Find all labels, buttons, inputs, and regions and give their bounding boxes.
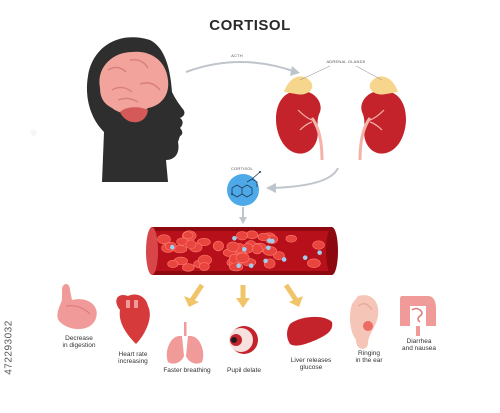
effect-label-heart: Heart rate increasing [106,351,160,365]
eye-icon [229,326,258,354]
red-blood-cell [182,263,195,272]
effect-label-liver: Liver releases glucose [282,357,340,371]
effect-line-2: glucose [299,364,323,372]
stomach-icon [57,284,97,330]
red-blood-cell [157,234,171,245]
effect-label-ear: Ringing in the ear [346,350,392,364]
effect-label-digestion: Decrease in digestion [52,335,106,349]
ear-icon [349,295,379,349]
effect-line-1: Diarrhea [406,338,432,345]
cortisol-molecule-icon [227,171,261,206]
red-blood-cell [182,231,194,240]
brain-icon [99,51,169,123]
effect-line-1: Ringing [357,350,381,357]
diagram-title: CORTISOL [209,17,291,34]
heart-icon [116,294,150,344]
effect-line-1: Faster breathing [163,367,211,374]
cortisol-particle [248,263,254,268]
cortisol-particle [317,250,322,255]
effect-label-breathing: Faster breathing [152,367,222,374]
red-blood-cell [257,232,270,241]
cortisol-particle [270,238,275,244]
cortisol-particle [266,245,271,251]
effect-line-1: Decrease [65,335,93,342]
liver-icon [287,316,333,346]
cortisol-particle [232,235,237,241]
red-blood-cell [185,239,197,250]
effect-line-2: increasing [118,358,148,366]
red-blood-cell [229,262,244,272]
red-blood-cell [307,258,321,269]
red-blood-cell [251,243,263,255]
cortisol-particle [169,244,175,250]
red-blood-cell [246,230,259,240]
effect-line-1: Liver releases [290,357,332,364]
red-blood-cell [167,260,179,268]
red-blood-cell [198,262,210,271]
kidney-icon [276,90,406,161]
acth-label: ACTH [231,53,243,58]
effect-label-intestine: Diarrhea and nausea [394,338,444,352]
acth-arrow [185,61,297,73]
effect-line-2: and nausea [402,345,436,353]
red-blood-cell [197,238,211,247]
effect-label-pupil: Pupil delate [214,367,274,374]
red-blood-cell [273,251,285,261]
cortisol-particle [281,257,287,262]
effect-line-1: Heart rate [118,351,148,358]
cortisol-particle [302,255,308,260]
cortisol-molecule-label: CORTISOL [231,166,253,171]
cortisol-particle [263,258,268,264]
effect-line-2: in digestion [62,342,96,350]
effect-line-1: Pupil delate [227,367,261,374]
stock-id-text: 472293032 [3,320,15,375]
cortisol-arrow [271,167,339,189]
red-blood-cell [235,252,250,264]
intestine-icon [400,296,436,336]
cortisol-particle [242,247,247,252]
red-blood-cell [285,234,297,243]
red-blood-cell [212,240,224,252]
lungs-icon [166,322,204,364]
red-blood-cell [226,241,240,252]
red-blood-cell [236,231,248,241]
cortisol-particle [236,263,242,269]
adrenal-glands-label: ADRENAL GLANDS [326,59,366,64]
blood-vessel-icon [146,227,338,275]
red-blood-cell [312,240,325,250]
adrenal-gland-icon [284,65,398,95]
stock-id: 472293032 [3,296,15,401]
effect-arrows [184,283,303,308]
effect-line-2: in the ear [355,357,383,365]
